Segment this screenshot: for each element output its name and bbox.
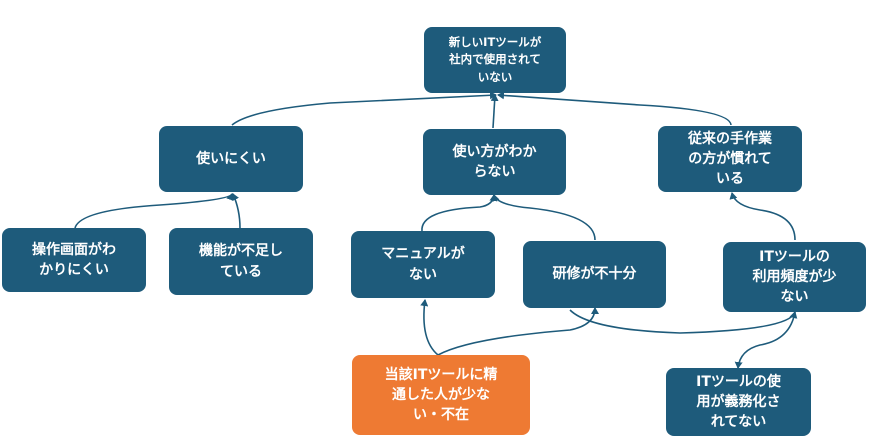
edge-ui-complex-hard-to-use bbox=[74, 193, 234, 229]
node-no-manual: マニュアルが ない bbox=[351, 231, 495, 298]
node-no-training: 研修が不十分 bbox=[523, 241, 666, 308]
edge-no-manual-unclear bbox=[421, 194, 498, 232]
edge-mandatory-frequency bbox=[734, 311, 796, 369]
node-ui-complex: 操作画面がわ かりにくい bbox=[2, 228, 146, 292]
node-hard-to-use: 使いにくい bbox=[159, 126, 303, 192]
node-not-mandatory: ITツールの使 用が義務化さ れてない bbox=[666, 368, 811, 436]
node-low-frequency: ITツールの 利用頻度が少 ない bbox=[723, 242, 866, 312]
edge-features-hard-to-use bbox=[231, 193, 241, 229]
edge-owner-frequency bbox=[569, 309, 798, 334]
node-features-lacking: 機能が不足し ている bbox=[169, 228, 313, 295]
node-used-to-manual: 従来の手作業 の方が慣れて いる bbox=[658, 126, 802, 192]
node-unclear-usage: 使い方がわか らない bbox=[423, 129, 566, 195]
edge-owner-no-training bbox=[437, 307, 599, 356]
edge-hard-to-use-root bbox=[231, 91, 497, 126]
edge-unclear-usage-root bbox=[490, 94, 499, 129]
edge-frequency-manual bbox=[729, 192, 796, 241]
edge-no-training-unclear bbox=[491, 194, 596, 241]
edge-manual-root bbox=[497, 91, 732, 126]
node-root: 新しいITツールが 社内で使用されて いない bbox=[424, 27, 566, 93]
edge-owner-no-manual bbox=[420, 299, 439, 356]
node-no-owner: 当該ITツールに精 通した人が少な い・不在 bbox=[352, 355, 530, 435]
